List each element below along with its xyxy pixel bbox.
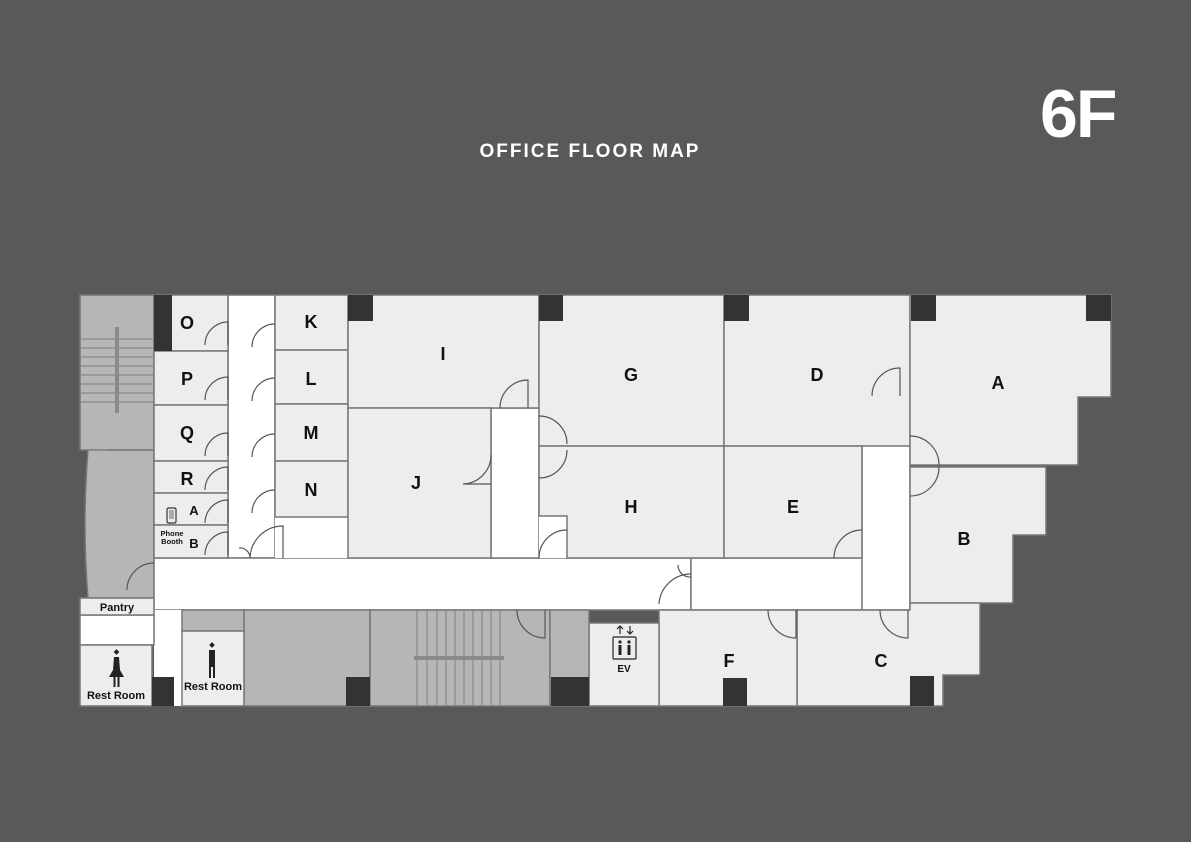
room-label-G: G [624, 365, 638, 385]
page-title: OFFICE FLOOR MAP [479, 141, 701, 162]
elevator-label: EV [617, 664, 631, 675]
room-M [274, 403, 349, 462]
woman-icon [109, 649, 124, 687]
pillar [152, 677, 174, 706]
restroom-men-label: Rest Room [184, 681, 242, 693]
restroom-women-label: Rest Room [87, 690, 145, 702]
room-label-E: E [787, 497, 799, 517]
pantry [79, 597, 155, 616]
pantry-label: Pantry [100, 602, 135, 614]
pillar [346, 677, 370, 706]
pillar [911, 295, 936, 321]
corridor-mid [490, 407, 540, 559]
corridor-main [153, 557, 692, 611]
room-P [153, 350, 229, 406]
room-L [274, 349, 349, 405]
room-C [796, 602, 981, 707]
pillar [551, 677, 589, 706]
room-label-I: I [440, 344, 445, 364]
pantry-passage [79, 614, 155, 646]
lobby-west [84, 449, 155, 599]
room-label-H: H [625, 497, 638, 517]
room-A [909, 294, 1112, 466]
room-label-R: R [181, 469, 194, 489]
room-label-O: O [180, 313, 194, 333]
pillar [724, 295, 749, 321]
pillar [723, 678, 747, 706]
room-label-P: P [181, 369, 193, 389]
room-label-F: F [724, 651, 735, 671]
phone-booth-a-label: A [189, 503, 199, 518]
room-K [274, 294, 349, 351]
pillar [154, 295, 172, 351]
pillar [539, 295, 563, 321]
room-label-C: C [875, 651, 888, 671]
room-label-N: N [305, 480, 318, 500]
room-label-M: M [304, 423, 319, 443]
room-label-Q: Q [180, 423, 194, 443]
room-label-B: B [958, 529, 971, 549]
room-label-L: L [306, 369, 317, 389]
phone-booth-label-2: Booth [161, 537, 183, 546]
floor-indicator: 6F [1040, 76, 1117, 152]
phone-booth-A [153, 492, 229, 526]
pillar [1086, 295, 1111, 321]
room-label-D: D [811, 365, 824, 385]
phone-booth-b-label: B [189, 536, 198, 551]
elevator-icon [612, 625, 637, 660]
room-label-K: K [305, 312, 318, 332]
phone-booth-label-1: Phone [161, 529, 184, 538]
room-E [723, 445, 863, 559]
corridor-vertical-west [227, 294, 276, 559]
room-D [723, 294, 911, 447]
pillar [348, 295, 373, 321]
pillar [910, 676, 934, 706]
room-label-J: J [411, 473, 421, 493]
room-label-A: A [992, 373, 1005, 393]
man-icon [209, 642, 215, 678]
phone-icon [166, 507, 177, 524]
